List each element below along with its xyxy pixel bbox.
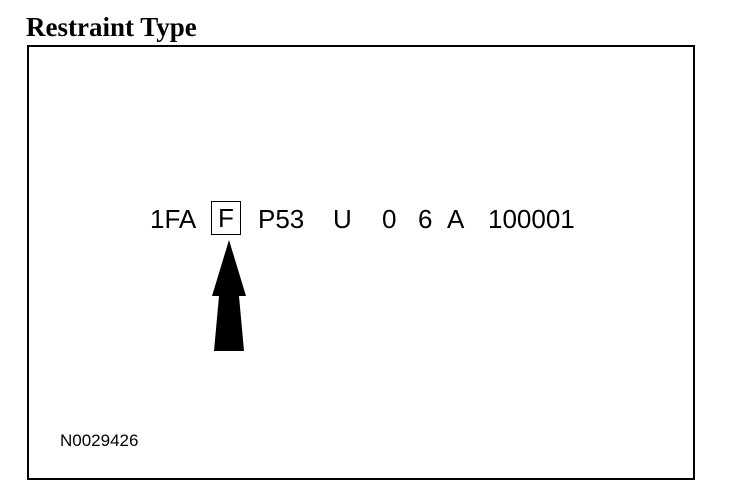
vin-prefix: 1FA: [150, 204, 197, 234]
vin-engine: 0: [382, 204, 397, 234]
vin-check-digit: 6: [418, 204, 433, 234]
restraint-type-character: F: [218, 203, 234, 233]
vin-line-series: P53: [258, 204, 305, 234]
diagram-title: Restraint Type: [26, 12, 197, 42]
up-arrow-icon: [212, 240, 246, 351]
reference-code: N0029426: [60, 431, 139, 450]
vin-diagram-frame: [27, 45, 695, 480]
vin-body-type: U: [333, 204, 352, 234]
restraint-type-box: F: [211, 201, 241, 235]
vin-serial-number: 100001: [488, 204, 575, 234]
vin-model-year: A: [447, 204, 465, 234]
